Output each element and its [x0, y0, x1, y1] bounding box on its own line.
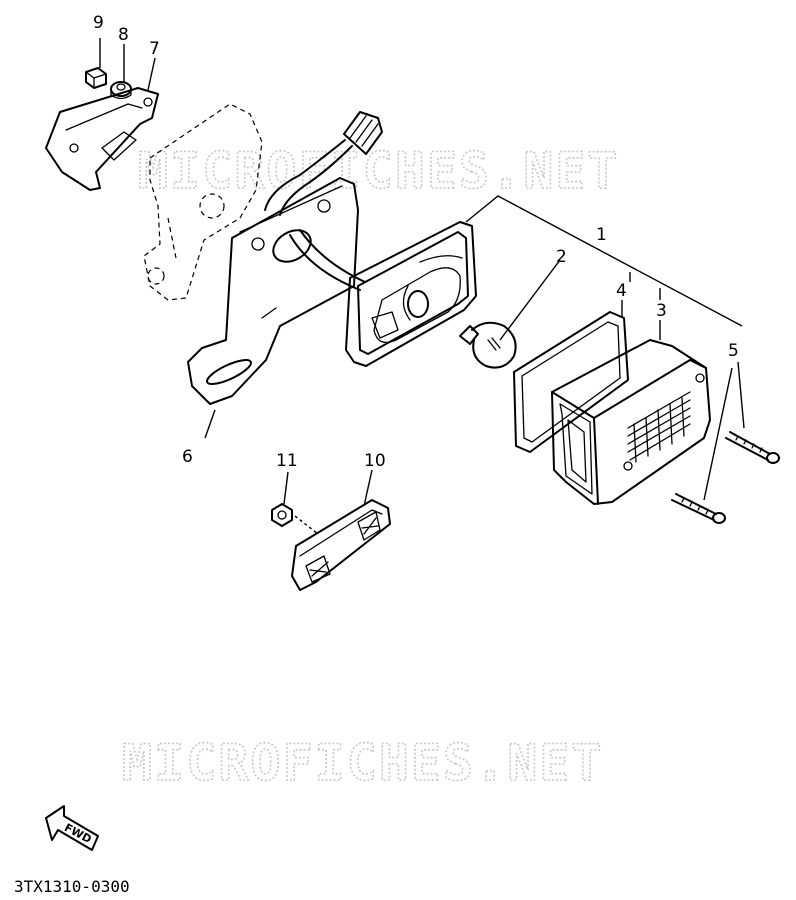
- callout-11: 11: [276, 451, 298, 471]
- callout-2: 2: [556, 247, 567, 267]
- frame-bracket-dashed: [143, 103, 263, 301]
- part-4-gasket: [513, 311, 629, 453]
- callout-10: 10: [364, 451, 386, 471]
- part-3-lens: [551, 339, 711, 505]
- callout-8: 8: [118, 25, 129, 45]
- callout-4: 4: [616, 281, 627, 301]
- diagram-code: 3TX1310-0300: [14, 877, 130, 896]
- callout-9: 9: [93, 13, 104, 33]
- part-5-screw-lower: [671, 493, 726, 524]
- part-2-bulb: [459, 321, 517, 369]
- callout-5: 5: [728, 341, 739, 361]
- callout-3: 3: [656, 301, 667, 321]
- part-7-bracket-plate: [45, 87, 159, 191]
- callout-7: 7: [149, 39, 160, 59]
- lamp-base-housing: [345, 221, 477, 367]
- part-9-nut: [85, 67, 107, 89]
- callout-1: 1: [596, 225, 607, 245]
- watermark-bottom: MICROFICHES.NET: [122, 734, 604, 792]
- fwd-arrow-icon: FWD: [45, 805, 99, 851]
- watermark-top: MICROFICHES.NET: [138, 142, 620, 200]
- wire-harness: [264, 111, 383, 291]
- part-11-nut: [271, 503, 293, 527]
- part-6-mounting-bracket: [187, 177, 359, 405]
- leader-lines: [99, 38, 745, 535]
- part-5-screw-upper: [725, 431, 780, 464]
- part-8-collar: [110, 81, 132, 100]
- callout-6: 6: [182, 447, 193, 467]
- part-10-reflector: [291, 499, 391, 591]
- lens-grid-pattern: [627, 391, 691, 463]
